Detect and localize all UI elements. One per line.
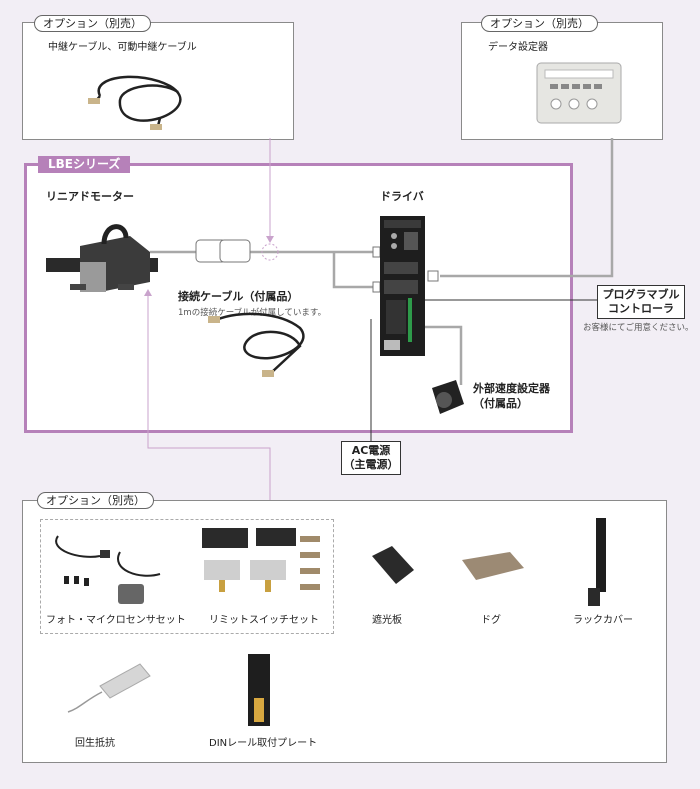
relay-cable-arrowhead [266,236,274,243]
driver-branch-line [334,252,373,287]
regen-resistor-image [68,664,150,712]
relay-cable-image [95,77,180,126]
rack-cover-image [588,518,606,606]
data-setter-to-driver-line [440,138,612,276]
relay-cable-plug-1 [88,98,100,104]
relay-cable-plug-2 [150,124,162,130]
limit-switch-set-image [202,528,320,592]
light-shield-image [372,546,414,584]
linear-motor-image [46,227,158,292]
accessories-arrowhead [144,289,152,296]
included-cable-image [216,314,303,372]
driver-image [380,216,425,356]
included-cable-plug-2 [262,370,274,377]
din-plate-image [248,654,270,726]
dog-image [462,552,524,580]
photo-sensor-set-image [56,536,160,604]
accessories-arrow-line [148,292,270,500]
data-setter-image [537,63,621,123]
speed-setter-line [420,327,461,385]
included-cable-plug-1 [208,316,220,323]
speed-setter-image [432,380,464,414]
